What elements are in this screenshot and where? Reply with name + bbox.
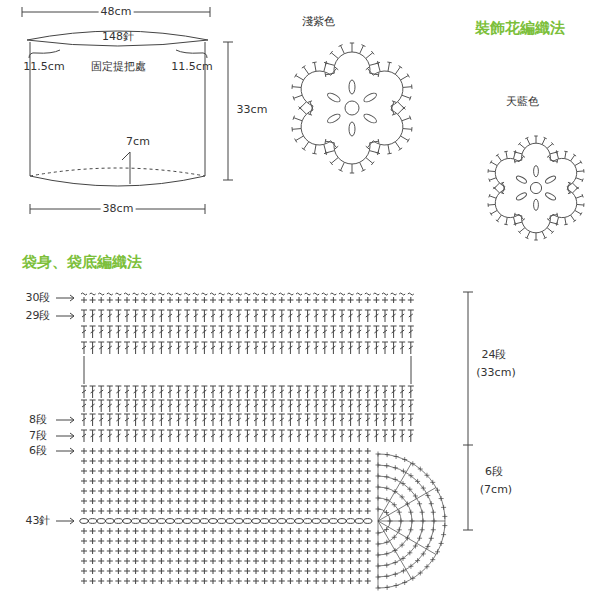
- chain-stitch: [183, 519, 191, 524]
- stitch-chart: [56, 293, 447, 591]
- blue-flower-chart: [488, 136, 584, 240]
- chain-stitch: [269, 519, 277, 524]
- chain-loop: [349, 122, 355, 136]
- chain-stitch: [114, 519, 122, 524]
- chain-stitch: [149, 519, 157, 524]
- chain-stitch: [364, 519, 372, 524]
- dimension-label: 33cm: [235, 104, 270, 116]
- section-heading: 裝飾花編織法: [473, 20, 567, 37]
- chain-stitch: [260, 519, 268, 524]
- chain-stitch: [209, 519, 217, 524]
- chain-stitch: [355, 519, 363, 524]
- dimension-label: 11.5cm: [169, 61, 214, 73]
- chain-loop: [544, 192, 556, 202]
- chain-stitch: [88, 519, 96, 524]
- dimension-label: 7cm: [124, 136, 152, 148]
- row-arrow: [56, 295, 74, 524]
- base-curve: [376, 452, 448, 591]
- dimension-label: 38cm: [101, 203, 136, 215]
- dimension-line: [223, 42, 233, 180]
- chain-stitch: [329, 519, 337, 524]
- chain-stitch: [131, 519, 139, 524]
- chain-stitch: [200, 519, 208, 524]
- chain-loop: [534, 166, 539, 177]
- chain-loop: [544, 175, 556, 185]
- dimension-label: (7cm): [478, 484, 514, 496]
- chain-stitch: [338, 519, 346, 524]
- chain-loop: [326, 112, 341, 124]
- chain-stitch: [226, 519, 234, 524]
- chain-stitch: [278, 519, 286, 524]
- chain-stitch: [166, 519, 174, 524]
- row-count: 6段: [483, 466, 505, 478]
- chain-loop: [515, 175, 527, 185]
- row-label: 8段: [27, 414, 49, 426]
- chain-loop: [363, 112, 378, 124]
- bag-top-edge: [27, 31, 208, 46]
- bag-bottom-back: [30, 168, 205, 176]
- bag-schematic: [22, 7, 233, 214]
- dimension-line: [463, 292, 473, 530]
- chain-stitch: [123, 519, 131, 524]
- chain-stitch: [174, 519, 182, 524]
- petal-stitches: [488, 136, 584, 240]
- chain-loop: [349, 80, 355, 94]
- handle-note: 固定提把處: [89, 61, 148, 73]
- chain-loop: [534, 199, 539, 210]
- chain-stitch: [157, 519, 165, 524]
- row-count: 24段: [480, 349, 509, 361]
- chain-stitch: [140, 519, 148, 524]
- stitch-count: 43針: [24, 515, 53, 527]
- chain-loop: [515, 192, 527, 202]
- chain-stitch: [235, 519, 243, 524]
- section-heading: 袋身、袋底編織法: [20, 254, 144, 271]
- chain-stitch: [252, 519, 260, 524]
- chain-stitch: [97, 519, 105, 524]
- dimension-label: 48cm: [99, 6, 134, 18]
- chain-stitch: [106, 519, 114, 524]
- chain-loop: [363, 91, 378, 103]
- dimension-label: 11.5cm: [21, 61, 66, 73]
- center-ring: [345, 101, 359, 115]
- ellipsis-line: [84, 356, 411, 384]
- chain-stitch: [312, 519, 320, 524]
- chain-loop: [326, 91, 341, 103]
- row-label: 7段: [27, 430, 49, 442]
- leader-line: [122, 152, 130, 184]
- chain-stitch: [286, 519, 294, 524]
- row-label: 6段: [27, 445, 49, 457]
- bag-bottom: [30, 176, 205, 186]
- chain-stitch: [321, 519, 329, 524]
- chain-stitch: [346, 519, 354, 524]
- row-label: 30段: [24, 292, 53, 304]
- chain-stitch: [243, 519, 251, 524]
- lilac-flower-chart: [292, 43, 412, 173]
- chain-stitch: [80, 519, 88, 524]
- handle-bracket: [29, 50, 207, 58]
- color-label: 天藍色: [504, 96, 541, 108]
- petal-stitches: [292, 43, 412, 173]
- stitch-count: 148針: [100, 31, 136, 43]
- chain-stitch: [217, 519, 225, 524]
- chain-stitch: [303, 519, 311, 524]
- chain-stitch: [192, 519, 200, 524]
- stitch-symbols: [81, 293, 414, 584]
- color-label: 淺紫色: [300, 16, 337, 28]
- dimension-label: (33cm): [474, 367, 517, 379]
- row-label: 29段: [24, 310, 53, 322]
- chain-stitch: [295, 519, 303, 524]
- center-ring: [530, 182, 541, 193]
